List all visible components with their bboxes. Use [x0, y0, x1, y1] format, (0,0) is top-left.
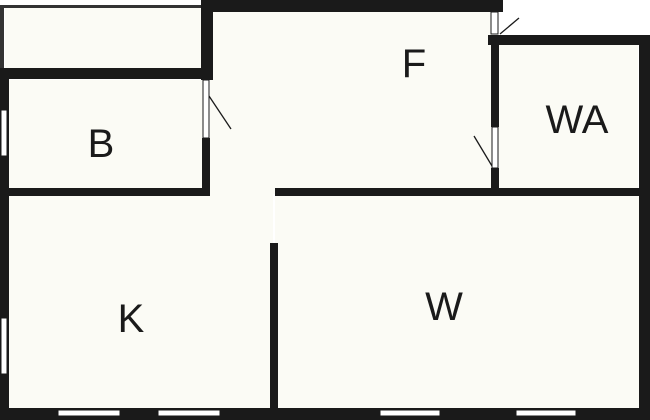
- wall-storage-left: [0, 5, 4, 70]
- wall-bathroom-top: [488, 35, 650, 45]
- floor-bedroom: [9, 80, 205, 190]
- floor-bathroom: [498, 44, 638, 192]
- door-opening-bathroom: [491, 126, 499, 169]
- door-entrance: [499, 17, 520, 35]
- wall-left: [0, 68, 9, 420]
- wall-bathroom-left-upper: [491, 35, 499, 127]
- room-label-bedroom: B: [88, 122, 115, 166]
- room-label-living: W: [425, 285, 463, 329]
- window-hallway-top: [490, 11, 499, 35]
- door-bathroom: [473, 135, 493, 167]
- wall-kitchen-living: [270, 243, 278, 420]
- floor-living: [275, 194, 640, 410]
- wall-bedroom-bottom: [0, 188, 210, 196]
- wall-hallway-living: [275, 188, 650, 196]
- room-label-hallway: F: [402, 42, 426, 86]
- room-label-bathroom: WA: [546, 98, 609, 142]
- floor-hallway: [210, 12, 492, 194]
- door-bedroom: [208, 95, 232, 130]
- room-label-kitchen: K: [118, 297, 145, 341]
- window-kitchen-bottom-2: [157, 409, 221, 417]
- wall-bedroom-right: [202, 138, 210, 196]
- window-kitchen-bottom-1: [57, 409, 121, 417]
- window-living-bottom-2: [515, 409, 577, 417]
- wall-storage-top: [0, 5, 205, 8]
- room-labels: B F WA K W: [88, 42, 609, 341]
- door-opening-bedroom: [202, 79, 210, 139]
- wall-right: [639, 35, 650, 420]
- wall-top-hallway: [203, 0, 503, 12]
- floor-areas: [5, 7, 640, 410]
- windows: [0, 11, 577, 417]
- doors: [202, 17, 520, 169]
- wall-storage-right: [201, 0, 213, 80]
- window-living-bottom-1: [379, 409, 441, 417]
- wall-storage-bedroom: [0, 68, 213, 79]
- window-kitchen-left: [0, 317, 8, 375]
- wall-bathroom-left-lower: [491, 168, 499, 196]
- floor-kitchen: [9, 194, 273, 410]
- floor-storage: [5, 7, 205, 70]
- window-bedroom: [0, 109, 8, 157]
